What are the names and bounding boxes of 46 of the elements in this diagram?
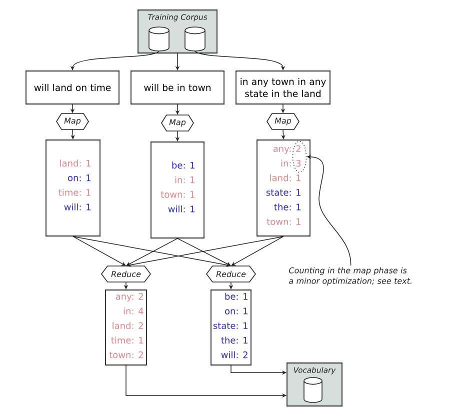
word-count: land: 2 (112, 322, 143, 330)
annotation-text: Counting in the map phase is a minor optimization; see text. (289, 267, 412, 286)
word-count: in: 3 (281, 160, 301, 167)
arrow (72, 236, 126, 266)
word-count: on: 1 (225, 308, 248, 314)
database-cylinder (148, 26, 170, 52)
sentence-box: will be in town (130, 70, 224, 104)
word-count: will: 2 (221, 351, 248, 358)
word-count-box (105, 290, 147, 366)
word-count: land: 1 (270, 174, 300, 182)
sentence-box: in any town in any state in the land (236, 70, 330, 104)
word-count: town: 2 (109, 351, 143, 358)
word-count-box (210, 290, 252, 366)
highlight-ellipse (292, 140, 307, 173)
map-hexagon: Map (56, 113, 89, 130)
word-count: on: 1 (68, 174, 90, 182)
word-count: time: 1 (111, 336, 143, 344)
word-count-box (150, 142, 204, 238)
arrow (126, 238, 178, 266)
arrow (177, 238, 231, 266)
word-count: time: 1 (58, 188, 90, 196)
arrow (231, 236, 284, 266)
word-count: will: 1 (64, 203, 90, 210)
database-cylinder (304, 377, 322, 403)
word-count: town: 1 (160, 191, 194, 198)
word-count: state: 1 (213, 322, 248, 330)
word-count: will: 1 (168, 205, 194, 212)
word-count: the: 1 (274, 203, 300, 210)
word-count: in: 4 (124, 307, 144, 314)
word-count: in: 1 (175, 176, 194, 184)
map-hexagon: Map (266, 113, 300, 130)
map-hexagon: Map (161, 114, 194, 132)
word-count: any: 2 (273, 145, 300, 154)
word-count: land: 1 (60, 160, 90, 167)
database-cylinder (184, 26, 206, 52)
word-count: be: 1 (225, 292, 248, 300)
word-count: the: 1 (221, 336, 248, 344)
word-count: any: 2 (116, 293, 143, 302)
reduce-hexagon: Reduce (206, 266, 256, 282)
word-count: be: 1 (172, 162, 194, 169)
word-count: state: 1 (266, 189, 300, 196)
word-count: town: 1 (266, 218, 300, 226)
word-count-box (46, 140, 100, 236)
sentence-box: will land on time (26, 70, 120, 104)
reduce-hexagon: Reduce (101, 266, 151, 282)
word-count-box (256, 140, 310, 236)
